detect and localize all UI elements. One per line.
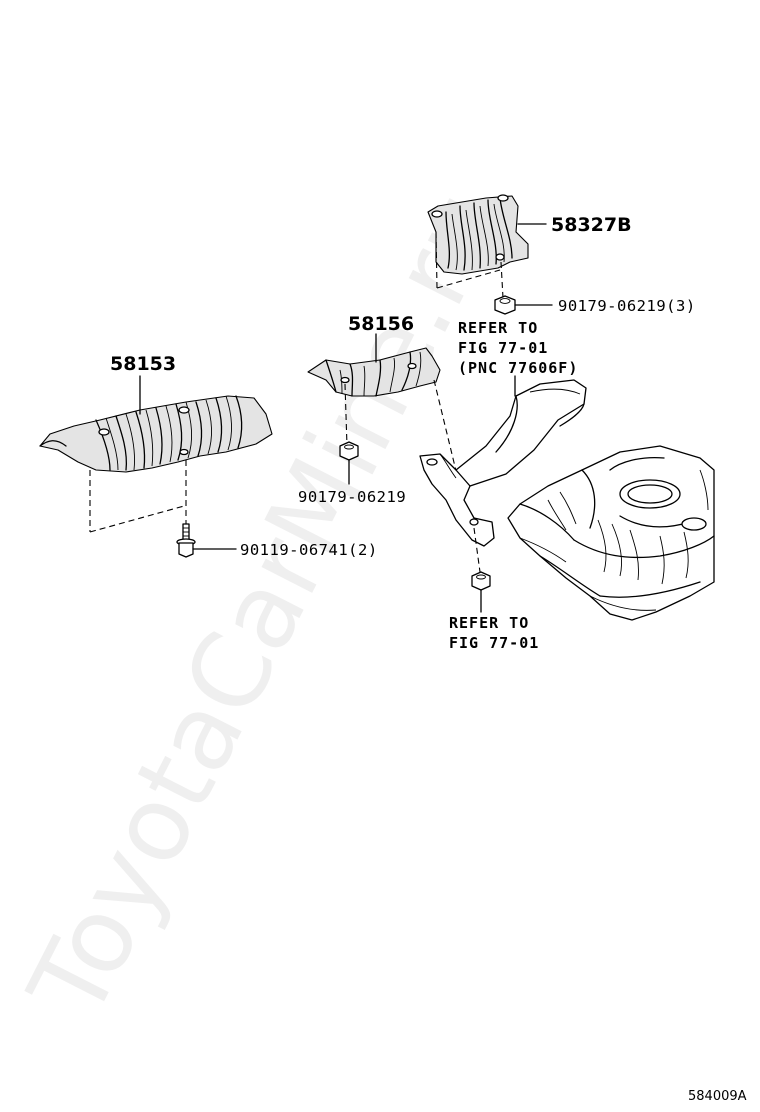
heat-insulator-58327b-drawing [427,194,547,299]
fuel-tank-drawing [507,445,715,621]
refer-lower-line2[interactable]: FIG 77-01 [449,634,539,652]
part-number-58327b[interactable]: 58327B [551,214,632,236]
refer-upper-line3[interactable]: (PNC 77606F) [458,359,578,377]
fuel-tank-band-drawing [419,375,587,573]
refer-upper-line2[interactable]: FIG 77-01 [458,339,548,357]
flange-nut-lower-icon [471,571,491,613]
part-number-nut-center[interactable]: 90179-06219 [298,488,406,506]
flange-nut-center-icon [339,441,359,485]
part-number-bolt-front[interactable]: 90119-06741(2) [240,541,378,559]
part-number-58153[interactable]: 58153 [110,353,176,375]
refer-upper-line1: REFER TO [458,319,538,337]
flange-bolt-icon [176,523,237,558]
refer-lower-line1: REFER TO [449,614,529,632]
flange-nut-rear-icon [494,295,553,315]
part-number-nut-rear[interactable]: 90179-06219(3) [558,297,696,315]
heat-insulator-58153-drawing [39,375,273,534]
illustration-code: 584009A [688,1089,747,1104]
heat-insulator-58156-drawing [307,333,467,513]
watermark: ToyotaCarMine.ru [5,171,527,1037]
part-number-58156[interactable]: 58156 [348,313,414,335]
